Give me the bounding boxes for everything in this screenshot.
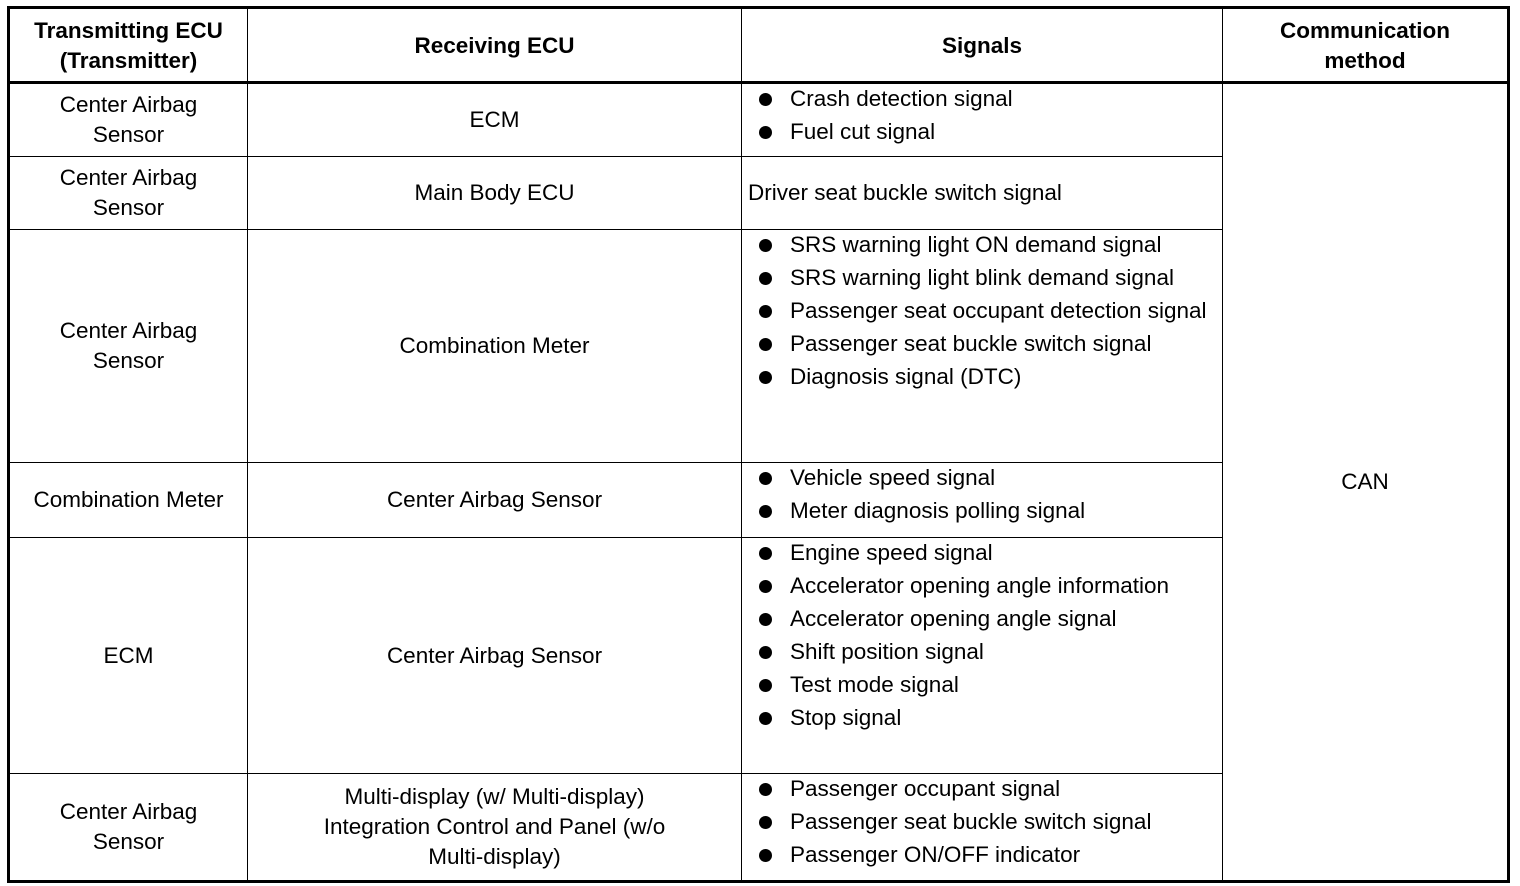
transmitter-cell: Center Airbag Sensor	[8, 229, 248, 463]
transmitter-cell: Center Airbag Sensor	[8, 156, 248, 230]
transmitter-cell: ECM	[8, 537, 248, 774]
table-row: Combination Meter Center Airbag Sensor V…	[8, 462, 1509, 538]
header-transmitting-ecu: Transmitting ECU (Transmitter)	[8, 7, 248, 84]
list-item: Passenger occupant signal	[742, 774, 1222, 804]
list-item: Meter diagnosis polling signal	[742, 496, 1222, 526]
header-communication-method: Communication method	[1222, 7, 1509, 84]
list-item: Passenger seat occupant detection signal	[742, 296, 1222, 326]
list-item: Shift position signal	[742, 637, 1222, 667]
list-item: Passenger seat buckle switch signal	[742, 329, 1222, 359]
list-item: Test mode signal	[742, 670, 1222, 700]
list-item: SRS warning light blink demand signal	[742, 263, 1222, 293]
list-item: Accelerator opening angle signal	[742, 604, 1222, 634]
list-item: Crash detection signal	[742, 84, 1222, 114]
list-item: SRS warning light ON demand signal	[742, 230, 1222, 260]
list-item: Diagnosis signal (DTC)	[742, 362, 1222, 392]
list-item: Fuel cut signal	[742, 117, 1222, 147]
receiver-cell: Combination Meter	[247, 229, 742, 463]
list-item: Passenger seat buckle switch signal	[742, 807, 1222, 837]
signal-list: Engine speed signal Accelerator opening …	[742, 538, 1222, 733]
signals-cell: Crash detection signal Fuel cut signal	[741, 82, 1223, 157]
list-item: Vehicle speed signal	[742, 463, 1222, 493]
signal-list: Crash detection signal Fuel cut signal	[742, 84, 1222, 147]
receiver-cell: Main Body ECU	[247, 156, 742, 230]
table-row: Center Airbag Sensor ECM Crash detection…	[8, 82, 1509, 882]
signals-cell: Engine speed signal Accelerator opening …	[741, 537, 1223, 774]
list-item: Stop signal	[742, 703, 1222, 733]
list-item: Engine speed signal	[742, 538, 1222, 568]
signals-cell: Driver seat buckle switch signal	[741, 156, 1223, 230]
signal-list: Passenger occupant signal Passenger seat…	[742, 774, 1222, 870]
table-header-row: Transmitting ECU (Transmitter) Receiving…	[8, 7, 1509, 84]
receiver-cell: Center Airbag Sensor	[247, 537, 742, 774]
receiver-cell: ECM	[247, 82, 742, 157]
header-signals: Signals	[741, 7, 1223, 84]
table-row: Center Airbag Sensor Multi-display (w/ M…	[8, 773, 1509, 882]
signal-list: SRS warning light ON demand signal SRS w…	[742, 230, 1222, 392]
transmitter-cell: Center Airbag Sensor	[8, 773, 248, 882]
signals-cell: SRS warning light ON demand signal SRS w…	[741, 229, 1223, 463]
header-receiving-ecu: Receiving ECU	[247, 7, 742, 84]
transmitter-cell: Combination Meter	[8, 462, 248, 538]
receiver-cell: Center Airbag Sensor	[247, 462, 742, 538]
receiver-cell: Multi-display (w/ Multi-display) Integra…	[247, 773, 742, 882]
signal-list: Vehicle speed signal Meter diagnosis pol…	[742, 463, 1222, 526]
table-row: Center Airbag Sensor Combination Meter S…	[8, 229, 1509, 463]
ecu-communication-table: Transmitting ECU (Transmitter) Receiving…	[7, 6, 1510, 883]
list-item: Passenger ON/OFF indicator	[742, 840, 1222, 870]
transmitter-cell: Center Airbag Sensor	[8, 82, 248, 157]
signals-cell: Passenger occupant signal Passenger seat…	[741, 773, 1223, 882]
signals-cell: Vehicle speed signal Meter diagnosis pol…	[741, 462, 1223, 538]
table-row: ECM Center Airbag Sensor Engine speed si…	[8, 537, 1509, 774]
list-item: Accelerator opening angle information	[742, 571, 1222, 601]
communication-method-cell: CAN	[1222, 82, 1509, 882]
